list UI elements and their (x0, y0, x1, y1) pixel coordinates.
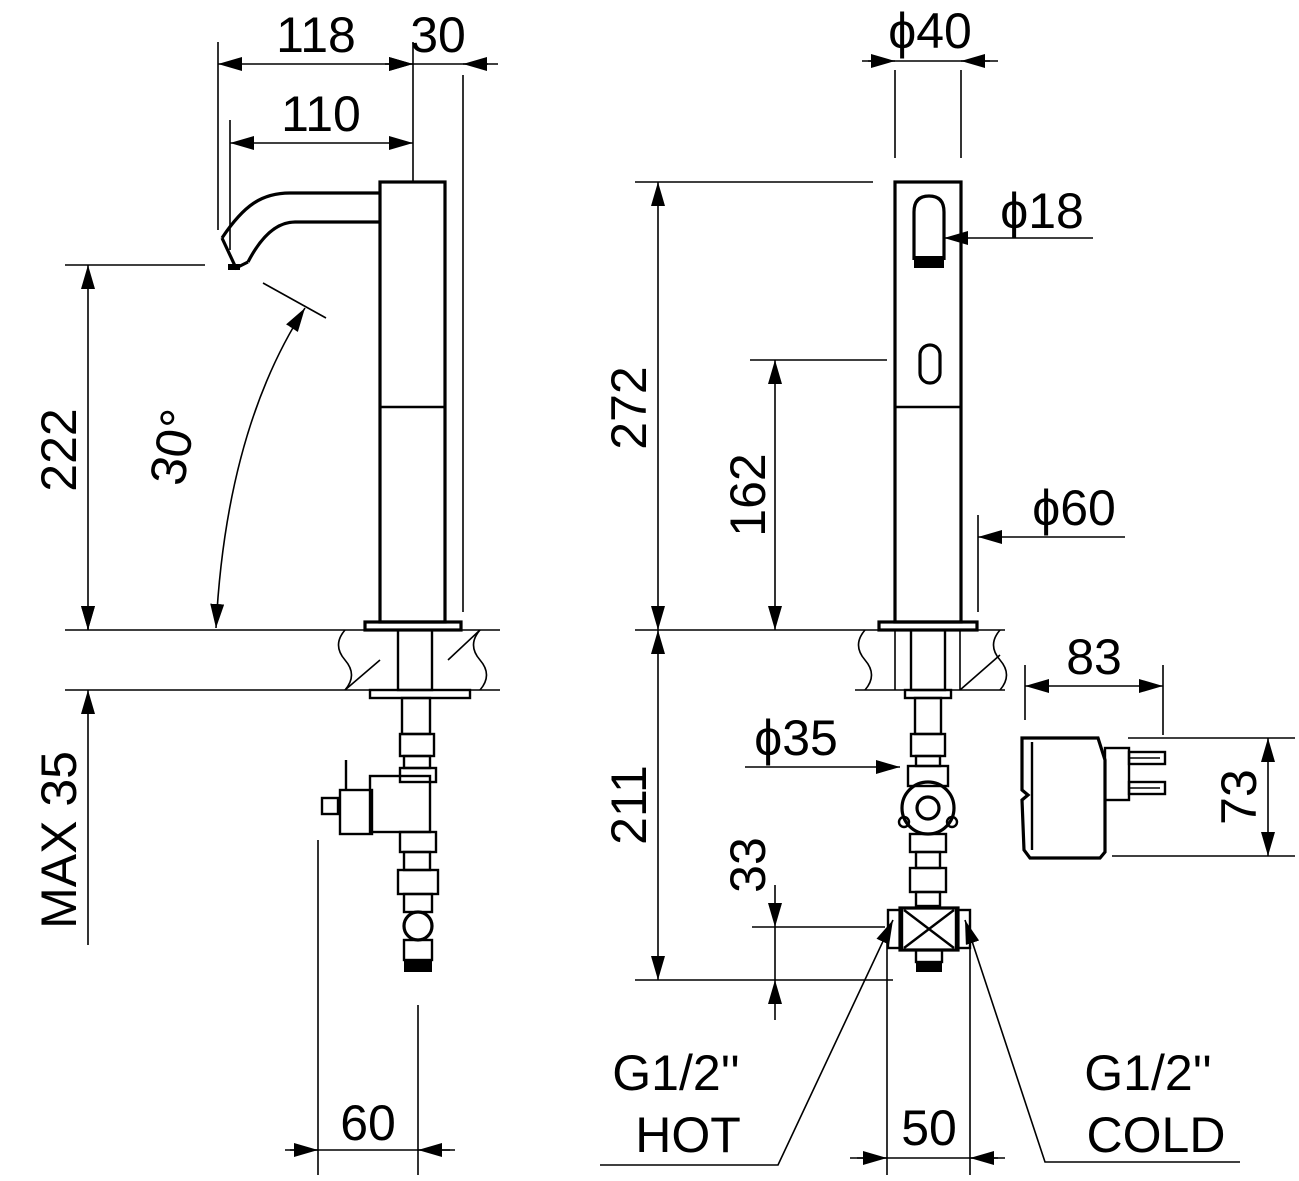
countertop-front (635, 629, 1008, 691)
front-view: ϕ40 ϕ18 272 162 ϕ60 211 ϕ35 (600, 3, 1240, 1175)
hot-leader: G1/2'' HOT (600, 919, 894, 1166)
dim-33-label: 33 (720, 837, 776, 893)
side-view: 118 30 110 222 30° MAX 35 (31, 7, 500, 1175)
dim-30-label: 30 (410, 7, 466, 63)
faucet-body-front (877, 180, 979, 632)
tailpiece-side (320, 628, 472, 972)
dim-max-35: MAX 35 (31, 606, 95, 945)
dim-d18-label: ϕ18 (1000, 183, 1084, 239)
dim-222: 222 (31, 265, 95, 630)
dim-d40: ϕ40 (862, 3, 998, 68)
dim-73: 73 (1211, 738, 1275, 856)
dim-83: 83 (1025, 629, 1163, 693)
dim-118: 118 (218, 7, 413, 71)
dim-272-label: 272 (601, 366, 657, 449)
cold-leader: G1/2'' COLD (964, 919, 1240, 1163)
faucet-body-side (220, 180, 463, 632)
dim-33: 33 (720, 837, 782, 1020)
dim-30: 30 (385, 7, 498, 71)
hot-label: HOT (635, 1107, 741, 1163)
dim-d35-label: ϕ35 (754, 710, 838, 766)
dim-211-label: 211 (601, 765, 657, 845)
dim-211: 211 (601, 630, 665, 980)
cold-thread-label: G1/2'' (1084, 1045, 1212, 1101)
dim-110-label: 110 (281, 86, 361, 142)
dim-50: 50 (850, 1100, 1005, 1165)
dim-d18: ϕ18 (944, 183, 1093, 245)
dim-110: 110 (230, 86, 413, 150)
dim-83-label: 83 (1066, 629, 1122, 685)
cold-label: COLD (1087, 1107, 1226, 1163)
dim-73-label: 73 (1211, 769, 1267, 825)
dim-60-label: 60 (340, 1095, 396, 1151)
dim-118-label: 118 (276, 7, 356, 63)
dim-162-label: 162 (720, 453, 776, 536)
dim-60: 60 (285, 1095, 455, 1157)
dim-272: 272 (601, 182, 665, 630)
dim-162: 162 (720, 360, 782, 630)
power-adapter: 83 73 (1020, 629, 1295, 860)
hot-thread-label: G1/2'' (612, 1045, 740, 1101)
dim-222-label: 222 (31, 408, 87, 491)
dim-d40-label: ϕ40 (888, 3, 972, 59)
dim-d60: ϕ60 (978, 480, 1125, 544)
dim-d35: ϕ35 (745, 710, 900, 774)
dim-50-label: 50 (901, 1100, 957, 1156)
angle-30: 30° (139, 307, 306, 629)
dim-max-35-label: MAX 35 (31, 751, 87, 929)
angle-30-label: 30° (139, 405, 207, 489)
dim-d60-label: ϕ60 (1032, 480, 1116, 536)
countertop-side (65, 629, 500, 691)
tailpiece-front (886, 628, 972, 972)
